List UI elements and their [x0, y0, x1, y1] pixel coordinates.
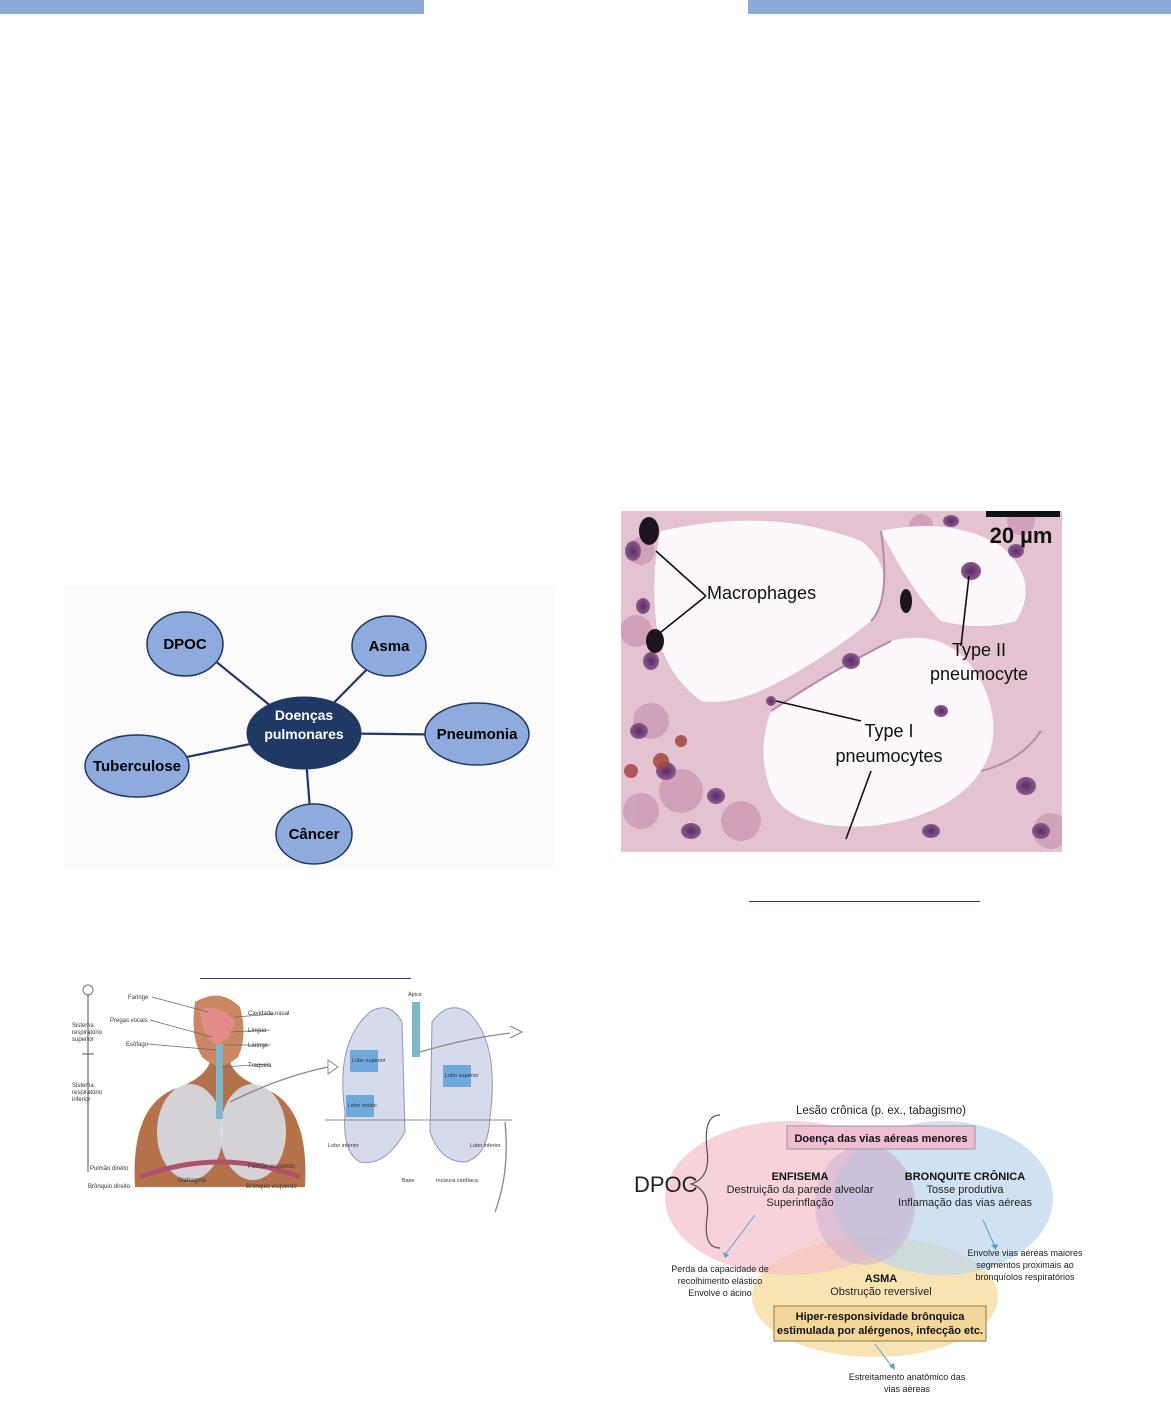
- anatomy-label-lower-line1: Sistema: [72, 1083, 94, 1089]
- anatomy-illustration: Sistema respiratório superior Sistema re…: [70, 982, 530, 1222]
- venn-title: Lesão crônica (p. ex., tabagismo): [796, 1105, 966, 1117]
- anatomy-label-cavidade: Cavidade nasal: [248, 1011, 289, 1017]
- info-icon: [82, 984, 94, 996]
- header-bar-left: [0, 0, 424, 14]
- venn-asma-line1: Obstrução reversível: [830, 1286, 931, 1298]
- lung-label-lobo-inf-d: Lobo inferior: [328, 1143, 359, 1149]
- venn-top-box-label: Doença das vias aéreas menores: [794, 1133, 967, 1145]
- venn-bronquite-line2: Inflamação das vias aéreas: [898, 1197, 1032, 1209]
- micrograph-label-type2-line1: Type II: [952, 640, 1006, 660]
- anatomy-label-faringe: Faringe: [128, 995, 149, 1001]
- anatomy-label-upper-line3: superior: [72, 1037, 94, 1043]
- anatomy-label-lower-line2: respiratório: [72, 1090, 103, 1096]
- anatomy-label-traqueia: Traqueia: [248, 1063, 272, 1069]
- mindmap-node-tuberculose: Tuberculose: [93, 758, 181, 775]
- anatomy-label-bronquio-d: Brônquio direito: [88, 1184, 131, 1190]
- venn-note-bottom-1: Estreitamento anatômico das: [849, 1372, 966, 1382]
- venn-bottom-box-line2: estimulada por alérgenos, infecção etc.: [777, 1325, 983, 1337]
- anatomy-label-pulmao-e: Pulmão esquerdo: [248, 1164, 296, 1170]
- micrograph-label-type1-line1: Type I: [864, 721, 913, 741]
- anatomy-label-pulmao-d: Pulmão direito: [90, 1166, 129, 1172]
- anatomy-label-esofago: Esôfago: [126, 1042, 149, 1048]
- micrograph-scale-bar: 20 µm: [990, 523, 1053, 548]
- venn-note-right-1: Envolve vias aéreas maiores: [967, 1248, 1083, 1258]
- venn-note-left-1: Perda da capacidade de: [671, 1264, 769, 1274]
- venn-note-left-3: Envolve o ácino: [688, 1288, 752, 1298]
- mindmap-node-pneumonia: Pneumonia: [437, 726, 519, 743]
- mindmap-node-dpoc: DPOC: [163, 636, 207, 653]
- venn-enfisema-line1: Destruição da parede alveolar: [727, 1184, 874, 1196]
- dpoc-venn-diagram: DPOC Lesão crônica (p. ex., tabagismo) D…: [634, 1105, 1083, 1394]
- venn-note-right-2: segmentos proximais ao: [976, 1260, 1074, 1270]
- source-link-anatomy[interactable]: [200, 978, 411, 979]
- mindmap-center-line2: pulmonares: [264, 726, 344, 742]
- venn-bronquite-name: BRONQUITE CRÔNICA: [905, 1170, 1025, 1183]
- anatomy-label-upper-line2: respiratório: [72, 1030, 103, 1036]
- micrograph-label-type1-line2: pneumocytes: [835, 746, 942, 766]
- venn-bronquite-line1: Tosse produtiva: [926, 1184, 1004, 1196]
- micrograph-label-macrophages: Macrophages: [707, 583, 816, 603]
- anatomy-label-lower-line3: inferior: [72, 1097, 90, 1103]
- anatomy-label-pregas: Pregas vocais: [110, 1018, 148, 1024]
- venn-dpoc-label: DPOC: [634, 1172, 698, 1197]
- venn-enfisema-line2: Superinflação: [766, 1197, 833, 1209]
- anatomy-label-laringe: Laringe: [248, 1043, 269, 1049]
- anatomy-label-bronquio-e: Brônquio esquerdo: [246, 1184, 297, 1190]
- source-link-micrograph[interactable]: [749, 901, 980, 902]
- micrograph-label-type2-line2: pneumocyte: [930, 664, 1028, 684]
- venn-enfisema-name: ENFISEMA: [772, 1171, 829, 1183]
- venn-bottom-box-line1: Hiper-responsividade brônquica: [796, 1311, 966, 1323]
- lung-label-incisura: Incisura cardíaca: [436, 1178, 479, 1184]
- venn-note-right-3: bronquíolos respiratórios: [975, 1272, 1075, 1282]
- mindmap-diagram: Doenças pulmonares DPOC Asma Pneumonia C…: [64, 585, 554, 870]
- micrograph-image: 20 µm Macrophages Type II pneumocyte Typ…: [621, 511, 1062, 852]
- mindmap-node-asma: Asma: [369, 638, 411, 655]
- lung-label-lobo-medio: Lobo médio: [348, 1103, 377, 1109]
- anatomy-label-lingua: Língua: [248, 1028, 267, 1034]
- lung-label-apice: Ápice: [408, 991, 422, 998]
- mindmap-center-line1: Doenças: [275, 707, 334, 723]
- mindmap-node-cancer: Câncer: [289, 826, 340, 843]
- anatomy-label-diafragma: Diafragma: [178, 1178, 206, 1184]
- venn-note-bottom-2: vias aéreas: [884, 1384, 931, 1394]
- lung-label-lobo-sup-e: Lobo superior: [445, 1073, 479, 1079]
- header-bar-right: [748, 0, 1171, 14]
- venn-asma-name: ASMA: [865, 1273, 897, 1285]
- venn-top-box: [786, 1125, 976, 1150]
- anatomy-label-upper-line1: Sistema: [72, 1023, 94, 1029]
- lung-label-base: Base: [402, 1178, 415, 1184]
- lung-label-lobo-sup-d: Lobo superior: [352, 1058, 386, 1064]
- lung-label-lobo-inf-e: Lobo inferior: [470, 1143, 501, 1149]
- venn-note-left-2: recolhimento elástico: [678, 1276, 763, 1286]
- venn-bottom-box: [773, 1305, 987, 1342]
